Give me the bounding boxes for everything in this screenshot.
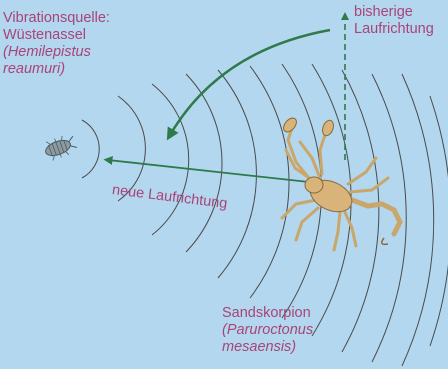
source-label-line2: Wüstenassel	[3, 27, 110, 44]
scorpion-label: Sandskorpion (Paruroctonus mesaensis)	[222, 305, 313, 356]
old-direction-line1: bisherige	[354, 4, 434, 21]
old-direction-label: bisherige Laufrichtung	[354, 4, 434, 38]
scorpion-latin-line1: (Paruroctonus	[222, 322, 313, 339]
scorpion-latin-line2: mesaensis)	[222, 339, 313, 356]
source-latin-line1: (Hemilepistus	[3, 44, 110, 61]
source-label: Vibrationsquelle: Wüstenassel (Hemilepis…	[3, 10, 110, 78]
scorpion-icon	[281, 116, 400, 250]
scorpion-name: Sandskorpion	[222, 305, 313, 322]
woodlouse-icon	[42, 132, 78, 161]
old-direction-line2: Laufrichtung	[354, 21, 434, 38]
new-direction-arrow	[108, 160, 318, 183]
source-label-line1: Vibrationsquelle:	[3, 10, 110, 27]
source-latin-line2: reaumuri)	[3, 61, 110, 78]
